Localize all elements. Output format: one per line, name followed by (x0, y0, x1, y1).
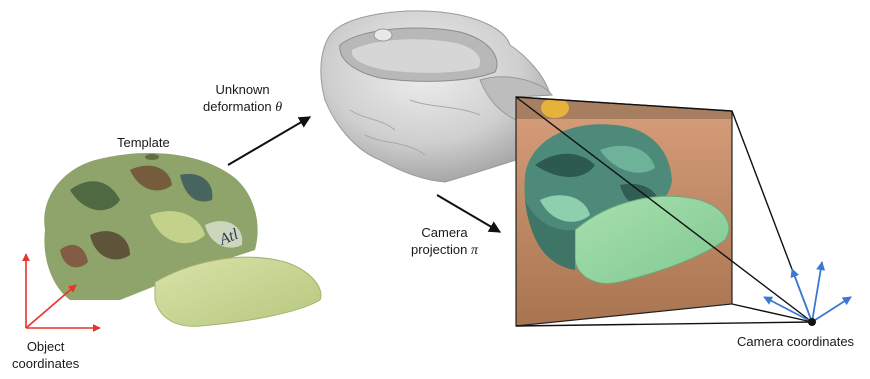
camera-projection-label-text: projection (411, 242, 471, 257)
camera-projection-label-line1: Camera (411, 224, 478, 241)
template-label: Template (117, 134, 170, 151)
theta-symbol: θ (275, 100, 282, 115)
deformation-label-text: deformation (203, 99, 275, 114)
object-coordinates-label-line2: coordinates (12, 355, 79, 372)
deformation-label: Unknown deformation θ (203, 81, 282, 116)
pi-symbol: π (471, 243, 478, 258)
camera-projection-label-line2: projection π (411, 241, 478, 259)
camera-projection-label: Camera projection π (411, 224, 478, 259)
deformation-label-line1: Unknown (203, 81, 282, 98)
deformation-arrow (228, 117, 310, 165)
template-cap-image: Atl (44, 153, 321, 326)
deformation-label-line2: deformation θ (203, 98, 282, 116)
camera-center-dot (808, 318, 816, 326)
camera-coordinate-axes (764, 262, 851, 322)
camera-coordinates-label: Camera coordinates (737, 333, 854, 350)
object-coordinates-label-line1: Object (12, 338, 79, 355)
camera-photo-image (510, 90, 740, 330)
object-coordinates-label: Object coordinates (12, 338, 79, 372)
